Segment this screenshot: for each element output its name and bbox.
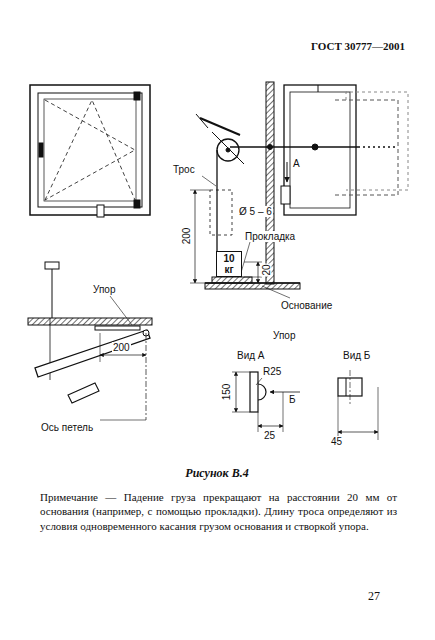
- dimension-label: 20: [261, 263, 272, 276]
- base: [205, 283, 300, 289]
- dimension-label: Ось петель: [40, 422, 94, 433]
- dimension-label: Упор: [92, 284, 116, 295]
- sash-section: [35, 330, 150, 377]
- dimension-label: А: [292, 158, 301, 169]
- figure-caption: Рисунок В.4: [185, 466, 248, 481]
- dimension-label: Трос: [172, 164, 196, 175]
- pulley: [217, 139, 239, 161]
- dimension-label: Прокладка: [244, 231, 296, 242]
- dimension-label: 200: [112, 342, 131, 353]
- dimension-label: R25: [262, 366, 282, 377]
- dimension-label: Вид А: [236, 350, 266, 361]
- dimension-label: Упор: [272, 330, 296, 341]
- dimension-label: Б: [288, 394, 297, 405]
- window-frame: [30, 85, 150, 215]
- standard-number: ГОСТ 30777—2001: [311, 40, 405, 52]
- dimension-label: Вид Б: [342, 350, 371, 361]
- dimension-label: 45: [330, 436, 343, 447]
- dimension-label: Ø 5 – 6: [238, 206, 273, 217]
- dimension-label: 25: [263, 430, 276, 441]
- note-text: Примечание — Падение груза прекращают на…: [40, 490, 397, 533]
- dimension-label: Основание: [280, 300, 333, 311]
- weight-box: 10 кг: [216, 251, 242, 277]
- stop-view-a: [250, 372, 258, 412]
- dimension-label: 150: [221, 383, 232, 402]
- cable: [230, 146, 358, 147]
- dimension-label: 27: [368, 590, 380, 603]
- weight-label: 10 кг: [223, 253, 234, 275]
- wall-section: [28, 318, 152, 325]
- window-sash: [38, 93, 142, 207]
- stop: [281, 186, 290, 204]
- wall: [266, 82, 274, 284]
- dimension-label: 200: [181, 227, 192, 246]
